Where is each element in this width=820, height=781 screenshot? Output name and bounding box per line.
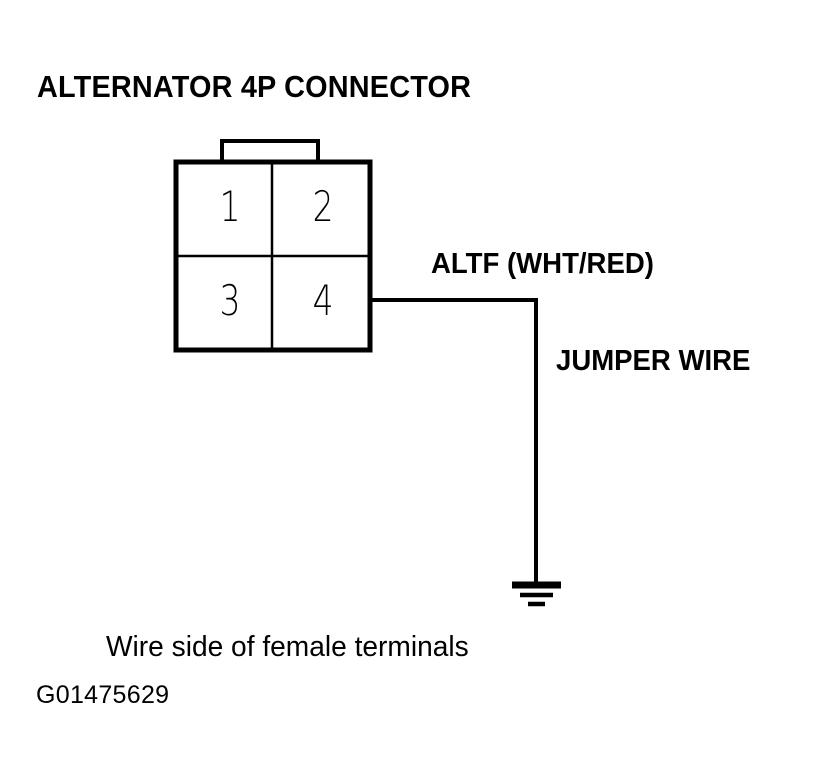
altf-wire-label: ALTF (WHT/RED): [431, 248, 654, 280]
connector-pin-1: 1: [219, 182, 241, 231]
chassis-ground-icon: [512, 581, 561, 607]
figure-code: G01475629: [36, 681, 170, 709]
figure-caption: Wire side of female terminals: [106, 631, 469, 663]
altf-jumper-wire-path: [368, 298, 538, 587]
page-title: ALTERNATOR 4P CONNECTOR: [37, 69, 472, 104]
connector-pin-2: 2: [312, 182, 334, 231]
connector-locking-tab: [220, 139, 320, 162]
jumper-wire-label: JUMPER WIRE: [556, 345, 751, 377]
connector-pin-4: 4: [312, 276, 334, 325]
connector-pin-3: 3: [219, 276, 241, 325]
